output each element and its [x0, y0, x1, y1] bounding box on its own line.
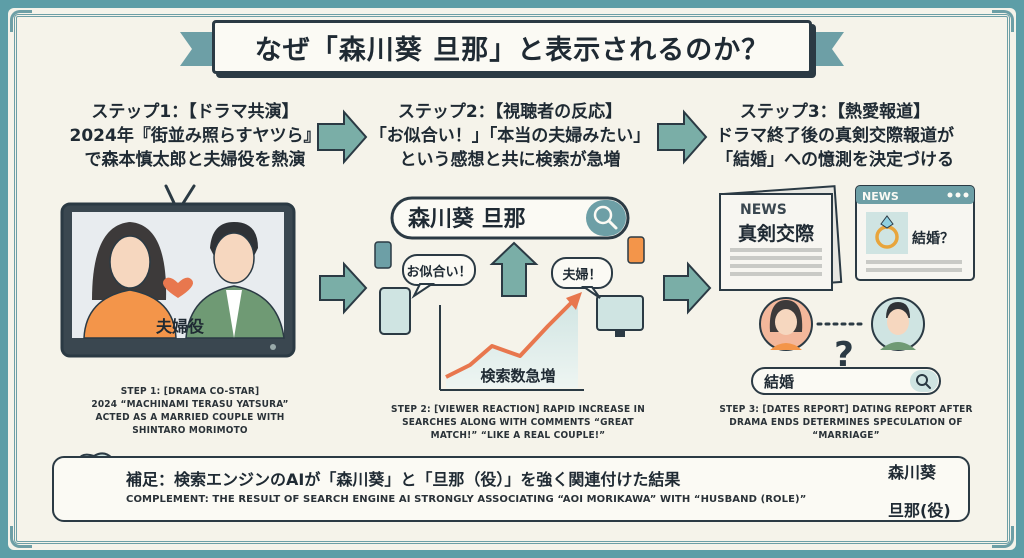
step2-heading-line: ステップ2：【視聴者の反応】 [397, 102, 623, 122]
corner-ornament [992, 526, 1014, 548]
step2-heading-line: 「お似合い！」「本当の夫婦みたい」 [369, 126, 651, 146]
newspaper-headline: 真剣交際 [738, 222, 815, 245]
caption-line: STEP 1: [DRAMA CO-STAR] [120, 386, 260, 397]
caption-line: SHINTARO MORIMOTO [132, 425, 248, 436]
arrow-right-icon [317, 109, 368, 165]
corner-ornament [10, 526, 32, 548]
caption-line: STEP 3: [DATES REPORT] DATING REPORT AFT… [719, 404, 973, 415]
newspaper-icon [719, 185, 843, 291]
step1-heading-line: ステップ1：【ドラマ共演】 [91, 102, 299, 122]
step2-caption: STEP 2: [VIEWER REACTION] RAPID INCREASE… [378, 403, 658, 442]
complement-text-en: COMPLEMENT: THE RESULT OF SEARCH ENGINE … [126, 494, 807, 505]
search-query-text: 森川葵 旦那 [408, 206, 526, 232]
bubble-right-text: 夫婦！ [562, 267, 601, 283]
bubble-left-text: お似合い！ [406, 264, 471, 280]
arrow-right-icon [657, 109, 708, 165]
tv-icon [60, 184, 296, 358]
caption-line: MATCH!” “LIKE A REAL COUPLE!” [430, 430, 606, 441]
step1-caption: STEP 1: [DRAMA CO-STAR] 2024 “MACHINAMI … [90, 385, 290, 437]
corner-ornament [10, 10, 32, 32]
step3-heading-line: 「結婚」への憶測を決定づける [716, 150, 954, 170]
caption-line: SEARCHES ALONG WITH COMMENTS “GREAT [402, 417, 634, 428]
graph-label: 検索数急増 [480, 367, 555, 385]
phone-icon [627, 236, 645, 264]
step3-heading: ステップ3：【熱愛報道】 ドラマ終了後の真剣交際報道が 「結婚」への憶測を決定づ… [690, 100, 980, 172]
growth-graph [439, 292, 584, 391]
web-news-text: 結婚？ [912, 230, 954, 247]
monitor-icon [596, 295, 644, 337]
caption-line: STEP 2: [VIEWER REACTION] RAPID INCREASE… [391, 404, 645, 415]
step3-caption: STEP 3: [DATES REPORT] DATING REPORT AFT… [706, 403, 986, 442]
caption-line: “MARRIAGE” [812, 430, 880, 441]
step2-heading: ステップ2：【視聴者の反応】 「お似合い！」「本当の夫婦みたい」 という感想と共… [360, 100, 660, 172]
caption-line: 2024 “MACHINAMI TERASU YATSURA” [91, 399, 289, 410]
complement-text-jp: 補足：検索エンジンのAIが「森川葵」と「旦那（役）」を強く関連付けた結果 [126, 470, 681, 489]
complement-box [52, 456, 970, 522]
step1-heading-line: で森本慎太郎と夫婦役を熱演 [84, 150, 306, 170]
step1-heading-line: 2024年『街並み照らすヤツら』 [69, 126, 321, 146]
arrow-up-icon [489, 241, 539, 297]
speech-bubble-right [551, 257, 613, 299]
step3-heading-line: ステップ3：【熱愛報道】 [739, 102, 931, 122]
caption-line: ACTED AS A MARRIED COUPLE WITH [95, 412, 285, 423]
man-avatar [871, 297, 925, 351]
woman-avatar [759, 297, 813, 351]
node-label-husband: 旦那(役) [888, 501, 951, 520]
frame-border [14, 14, 1010, 544]
page-title: なぜ「森川葵 旦那」と表示されるのか？ [212, 20, 812, 74]
step3-heading-line: ドラマ終了後の真剣交際報道が [716, 126, 954, 146]
caption-line: DRAMA ENDS DETERMINES SPECULATION OF [729, 417, 963, 428]
ring-icon [875, 215, 899, 249]
speech-bubble-left [402, 254, 476, 299]
svg-text:?: ? [834, 335, 854, 375]
tv-label: 夫婦役 [156, 317, 205, 336]
search-icon [916, 374, 931, 389]
step1-heading: ステップ1：【ドラマ共演】 2024年『街並み照らすヤツら』 で森本慎太郎と夫婦… [50, 100, 340, 172]
step2-heading-line: という感想と共に検索が急増 [399, 150, 621, 170]
node-label-morikawa: 森川葵 [888, 463, 937, 482]
search-small-text: 結婚 [764, 373, 794, 391]
arrow-right-icon [319, 261, 368, 315]
search-icon [593, 205, 618, 230]
question-mark-icon: ? [834, 335, 854, 375]
tablet-icon [379, 287, 411, 335]
page-title-text: なぜ「森川葵 旦那」と表示されるのか？ [254, 34, 770, 66]
arrow-right-icon [663, 261, 712, 315]
phone-icon [374, 241, 392, 269]
web-news-tag: NEWS [862, 190, 899, 203]
web-news-window [855, 185, 975, 281]
corner-ornament [992, 10, 1014, 32]
newspaper-tag: NEWS [740, 202, 787, 218]
search-bar-small [751, 367, 941, 395]
